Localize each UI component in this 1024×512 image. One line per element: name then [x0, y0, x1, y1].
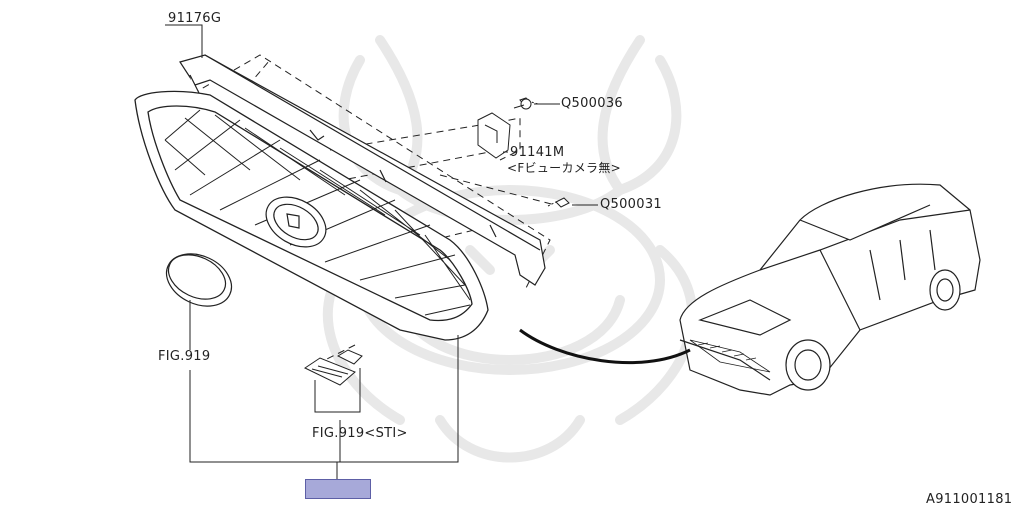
callout-91176g[interactable]: 91176G: [168, 11, 222, 26]
grille-emblem: [265, 196, 327, 248]
sti-emblem-part: [303, 349, 363, 386]
callout-91141m[interactable]: 91141M: [510, 145, 565, 160]
emblem-oval-part: [165, 253, 233, 307]
bolt-q500036: [520, 98, 532, 110]
car-grille-mesh: [689, 339, 771, 373]
camera-bracket: [477, 97, 539, 159]
part-hotspot[interactable]: [305, 479, 371, 499]
car-illustration: [679, 183, 981, 396]
ref-fig919[interactable]: FIG.919: [158, 349, 211, 364]
diagram-id: A911001181: [926, 492, 1013, 507]
ref-fig919-sti[interactable]: FIG.919<STI>: [312, 426, 408, 441]
pointer-curve: [519, 328, 691, 365]
grille-mesh: [164, 109, 471, 316]
bolt-q500031: [547, 197, 570, 208]
callout-q500031[interactable]: Q500031: [600, 197, 662, 212]
callout-91141m-note: <Fビューカメラ無>: [507, 161, 622, 175]
bolt-q500036-shaft: [513, 104, 525, 109]
upper-grille-bar: [179, 54, 546, 286]
callout-q500036[interactable]: Q500036: [561, 96, 623, 111]
leader-lines: [165, 24, 598, 480]
